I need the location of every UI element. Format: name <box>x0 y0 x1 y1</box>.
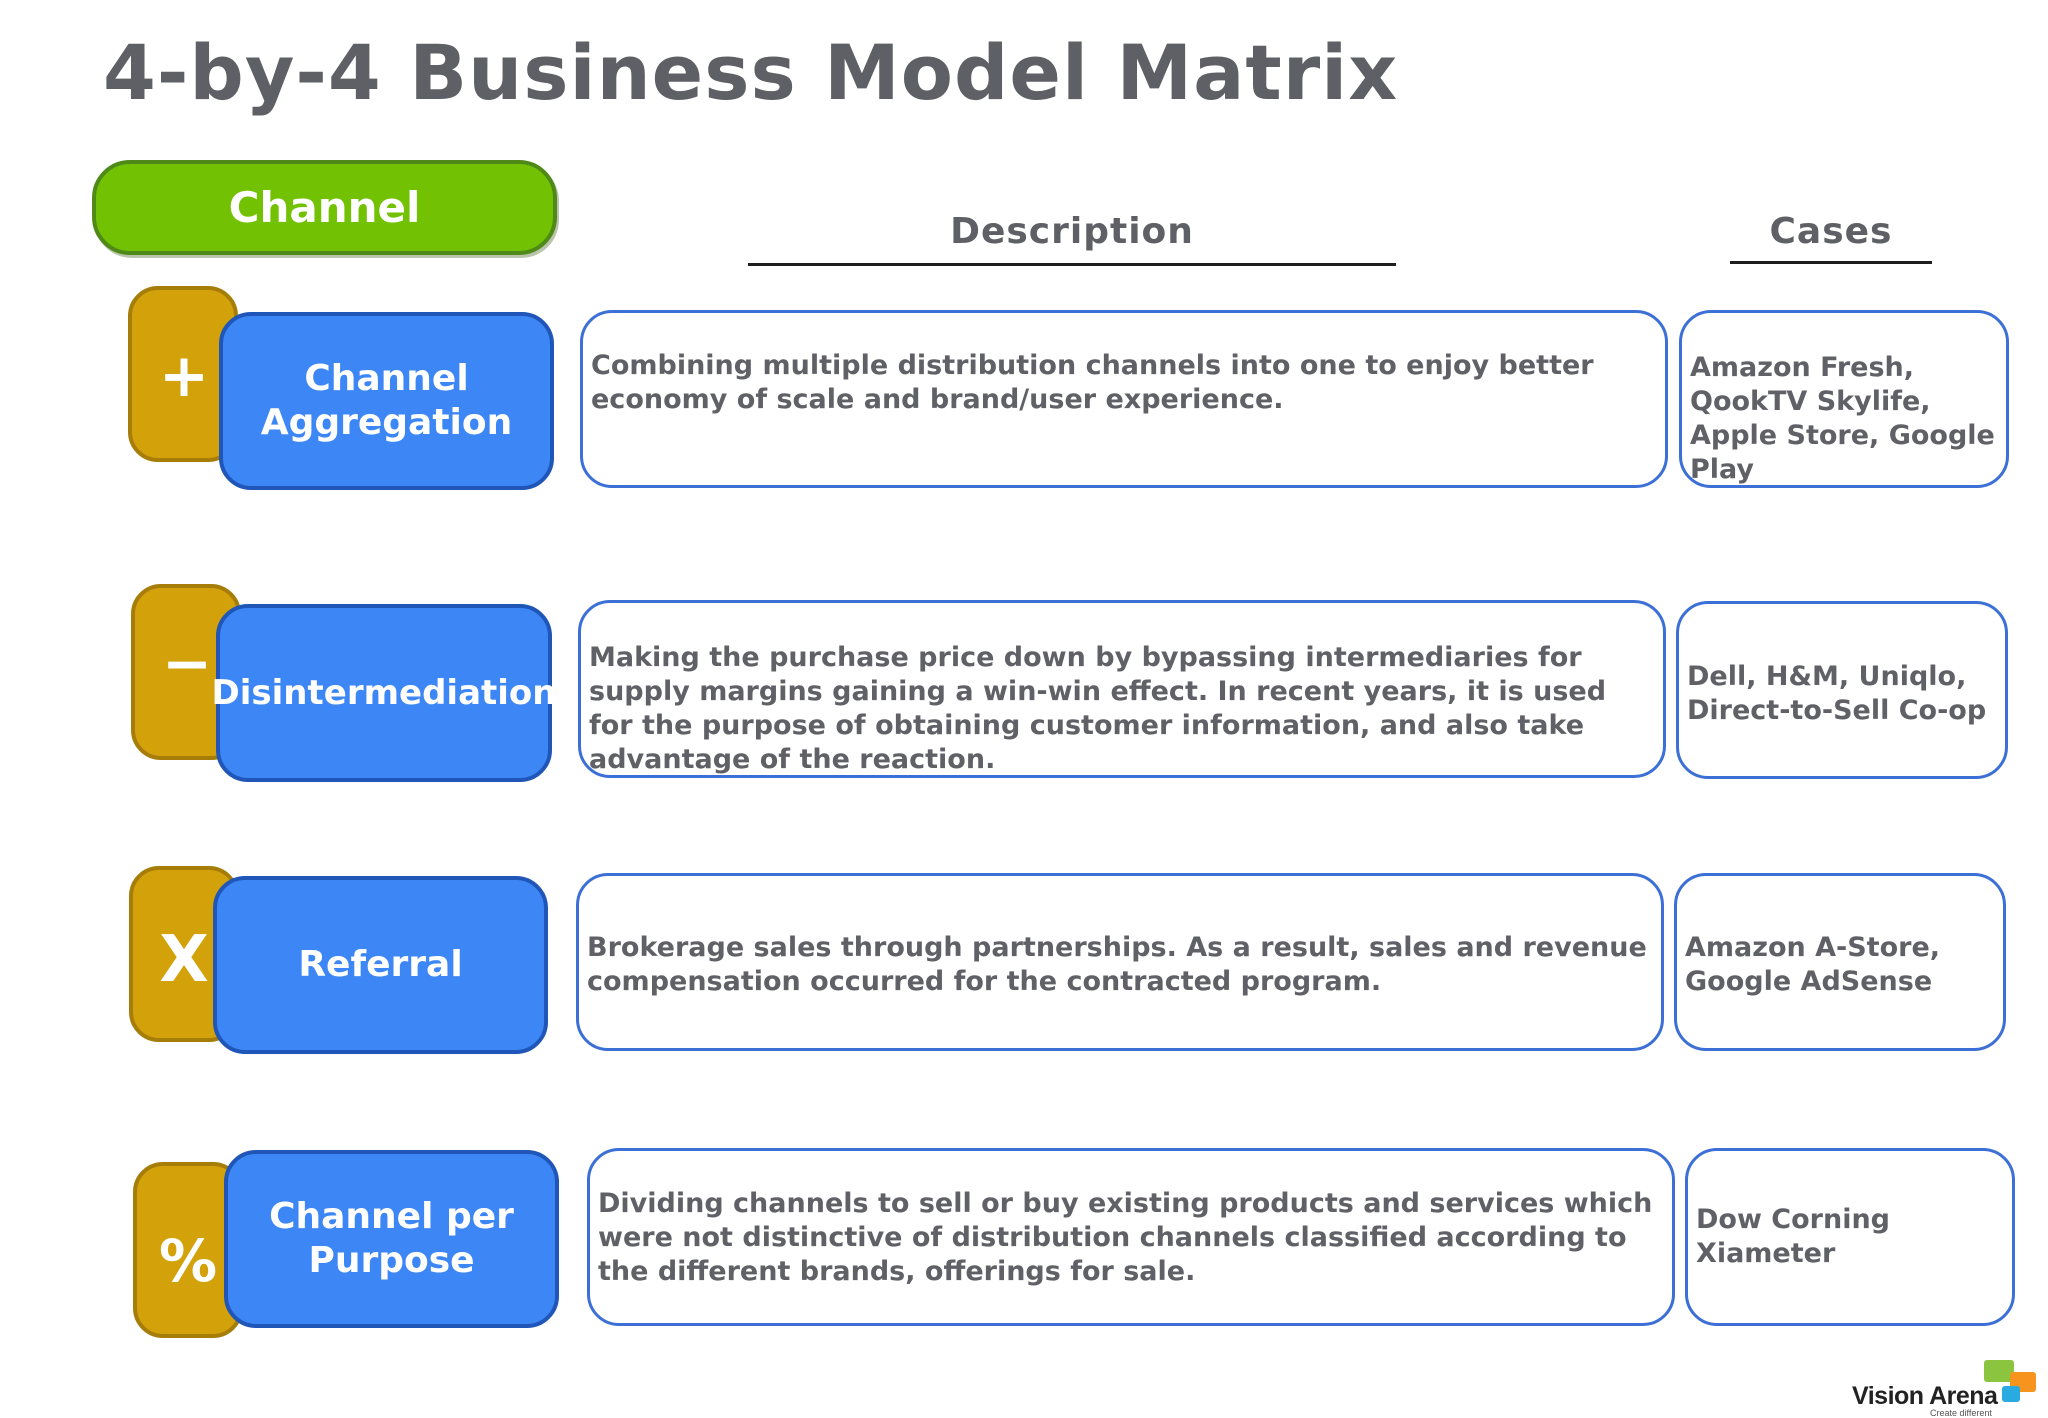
channel-aggregation-label: Channel Aggregation <box>260 358 513 443</box>
matrix-row-disintermediation: − Disintermediation Making the purchase … <box>0 584 2048 782</box>
channel-aggregation-box: Channel Aggregation <box>219 312 554 490</box>
cases-text: Dell, H&M, Uniqlo, Direct-to-Sell Co-op <box>1687 661 1987 726</box>
cases-box: Amazon A-Store, Google AdSense <box>1674 873 2006 1051</box>
cases-header-underline <box>1730 261 1932 264</box>
disintermediation-box: Disintermediation <box>212 604 556 782</box>
channel-per-purpose-label: Channel per Purpose <box>269 1196 514 1281</box>
cases-column-header: Cases <box>1769 211 1893 252</box>
page-title: 4-by-4 Business Model Matrix <box>103 28 1399 117</box>
description-text: Dividing channels to sell or buy existin… <box>598 1188 1653 1287</box>
category-label: Channel <box>92 160 557 255</box>
logo-text: Vision Arena <box>1852 1382 1998 1410</box>
logo-tagline: Create different <box>1930 1408 1992 1418</box>
disintermediation-label: Disintermediation <box>211 673 557 713</box>
cases-box: Dow Corning Xiameter <box>1685 1148 2015 1326</box>
description-column-header: Description <box>950 211 1194 252</box>
description-box: Brokerage sales through partnerships. As… <box>576 873 1664 1051</box>
logo-mark-icon <box>1984 1360 2036 1402</box>
category-label-text: Channel <box>228 183 421 232</box>
cases-box: Dell, H&M, Uniqlo, Direct-to-Sell Co-op <box>1676 601 2008 779</box>
description-text: Making the purchase price down by bypass… <box>589 642 1607 775</box>
vision-arena-logo: Vision Arena Create different <box>1850 1358 2040 1418</box>
cases-text: Amazon A-Store, Google AdSense <box>1685 932 1941 997</box>
description-text: Brokerage sales through partnerships. As… <box>587 932 1647 997</box>
matrix-row-referral: X Referral Brokerage sales through partn… <box>0 866 2048 1056</box>
description-box: Making the purchase price down by bypass… <box>578 600 1666 778</box>
referral-label: Referral <box>298 944 463 985</box>
plus-icon: + <box>158 341 210 411</box>
description-text: Combining multiple distribution channels… <box>591 350 1594 415</box>
minus-icon: − <box>161 629 213 699</box>
matrix-row-channel-aggregation: + Channel Aggregation Combining multiple… <box>0 286 2048 490</box>
percent-icon: % <box>158 1227 218 1295</box>
cases-text: Dow Corning Xiameter <box>1696 1204 1891 1269</box>
cases-box: Amazon Fresh, QookTV Skylife, Apple Stor… <box>1679 310 2009 488</box>
description-box: Dividing channels to sell or buy existin… <box>587 1148 1675 1326</box>
cases-text: Amazon Fresh, QookTV Skylife, Apple Stor… <box>1690 352 1995 485</box>
matrix-row-channel-per-purpose: % Channel per Purpose Dividing channels … <box>0 1148 2048 1352</box>
referral-box: Referral <box>213 876 548 1054</box>
description-box: Combining multiple distribution channels… <box>580 310 1668 488</box>
channel-per-purpose-box: Channel per Purpose <box>224 1150 559 1328</box>
multiply-icon: X <box>159 923 209 997</box>
description-header-underline <box>748 263 1396 266</box>
